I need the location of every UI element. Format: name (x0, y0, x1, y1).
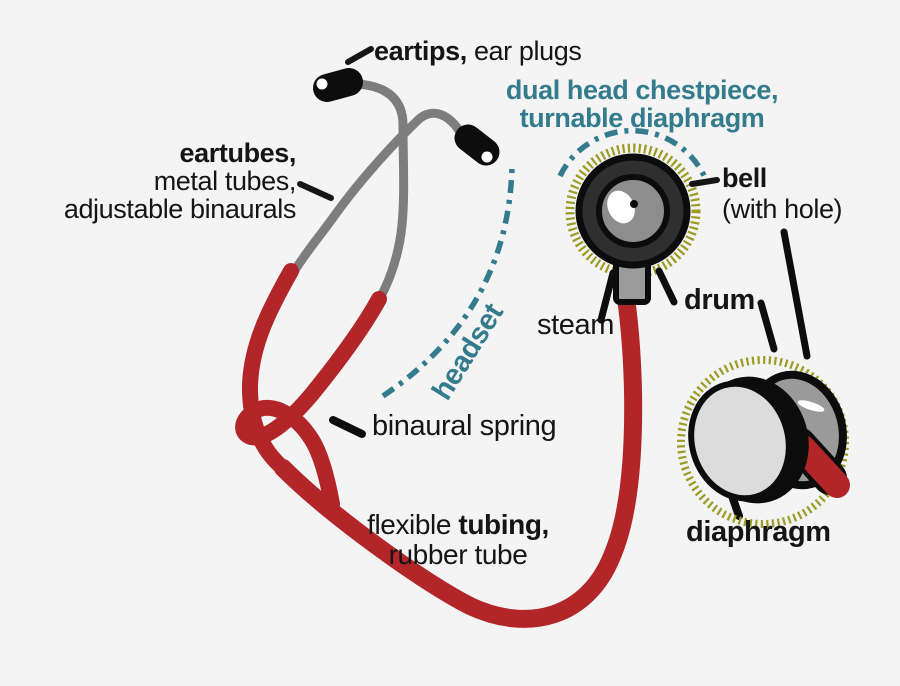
bell-slit-highlight (797, 400, 825, 412)
chestpiece (557, 127, 709, 305)
drum-to-figure-leader-line (757, 299, 778, 353)
right-eartip-highlight (481, 151, 493, 163)
chestpiece-highlight-arc (557, 127, 709, 182)
tubing-label: flexible tubing, rubber tube (334, 510, 582, 570)
diaphragm-figure (677, 356, 850, 528)
eartubes-label-line2: metal tubes, (153, 166, 297, 196)
right-eartip (454, 124, 500, 166)
left-eartip-highlight (316, 78, 328, 90)
bell-leader-line (689, 177, 720, 187)
tubing-label-pre: flexible (367, 509, 459, 540)
drum-leader-line (655, 267, 678, 306)
bell-label-rest: (with hole) (722, 194, 843, 224)
eartubes-label: eartubes, metal tubes, adjustable binaur… (40, 138, 297, 224)
chestpiece-hole (630, 200, 638, 208)
tube-stub (790, 435, 850, 498)
left-eartube (352, 79, 409, 305)
bell-to-figure-leader-line (780, 228, 811, 360)
diaphragm-face (688, 380, 792, 502)
chestpiece-heading-line1: dual head chestpiece, (505, 75, 779, 105)
bell-label: bell (with hole) (722, 163, 843, 225)
binaural-spring-label: binaural spring (372, 410, 557, 442)
eartips-leader-line (345, 46, 374, 65)
left-eartip (313, 68, 363, 102)
eartubes-leader-line (297, 181, 334, 201)
bell-label-bold: bell (722, 163, 767, 193)
binaural-spring-leader-line (329, 416, 366, 438)
tubing-label-bold: tubing, (458, 509, 549, 540)
chestpiece-heading-line2: turnable diaphragm (519, 103, 765, 133)
eartubes-label-line1: eartubes, (179, 138, 297, 168)
chestpiece-heading: dual head chestpiece, turnable diaphragm (500, 76, 784, 132)
red-tubing-left-branch (241, 263, 299, 476)
eartips-label: eartips, ear plugs (374, 36, 582, 66)
steam-label: steam (537, 309, 614, 341)
diaphragm-label: diaphragm (686, 516, 831, 548)
right-eartube (289, 108, 468, 277)
eartips-label-rest: ear plugs (466, 36, 582, 66)
red-rubber-tubing (274, 289, 643, 628)
tubing-label-line2: rubber tube (388, 539, 528, 570)
binaural-spring-loop (235, 291, 387, 512)
eartips-label-bold: eartips, (374, 36, 467, 66)
drum-label: drum (684, 284, 755, 316)
tubing-label-line1: flexible tubing, (334, 510, 582, 540)
eartubes-label-line3: adjustable binaurals (63, 194, 297, 224)
headset-arc (381, 166, 515, 399)
steam-leader-line (597, 269, 617, 324)
chestpiece-highlight (607, 190, 635, 224)
